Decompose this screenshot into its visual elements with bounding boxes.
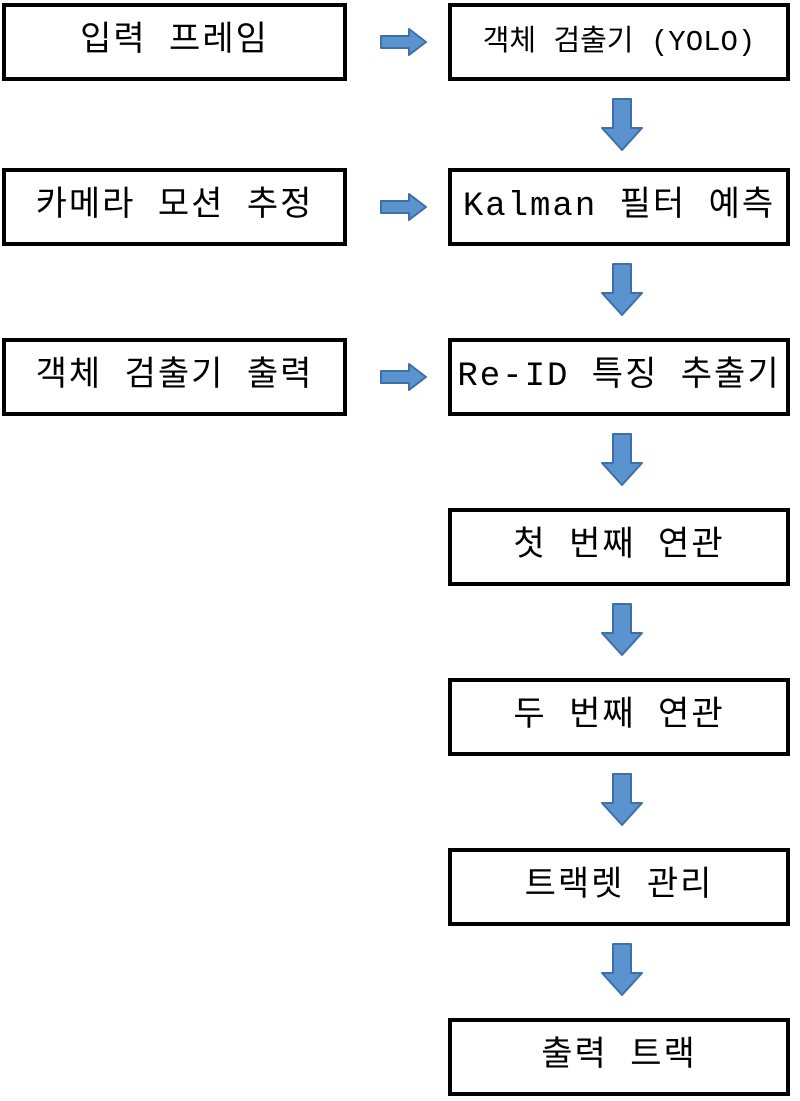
flow-node-camera-motion-estimation: 카메라 모션 추정 <box>2 168 347 246</box>
flow-node-label: 출력 트랙 <box>541 1038 697 1076</box>
flow-node-tracklet-management: 트랙렛 관리 <box>448 848 790 926</box>
flow-node-reid-feature-extractor: Re-ID 특징 추출기 <box>448 338 790 416</box>
flow-node-label: Re-ID 특징 추출기 <box>457 358 781 396</box>
flow-node-label: 객체 검출기 출력 <box>35 358 314 396</box>
arrow-right-icon <box>380 363 427 391</box>
flow-node-label: 객체 검출기 (YOLO) <box>482 25 756 59</box>
flow-node-detector-output: 객체 검출기 출력 <box>2 338 347 416</box>
flow-node-label: 첫 번째 연관 <box>513 528 725 566</box>
arrow-right-icon <box>380 193 427 221</box>
flow-node-label: 트랙렛 관리 <box>524 868 714 906</box>
flow-node-first-association: 첫 번째 연관 <box>448 508 790 586</box>
flow-node-second-association: 두 번째 연관 <box>448 678 790 756</box>
flow-node-input-frame: 입력 프레임 <box>2 3 347 81</box>
arrow-down-icon <box>601 98 643 151</box>
arrow-down-icon <box>601 433 643 486</box>
arrow-down-icon <box>601 603 643 656</box>
flow-node-label: Kalman 필터 예측 <box>462 188 776 226</box>
arrow-right-icon <box>380 28 427 56</box>
arrow-down-icon <box>601 263 643 316</box>
arrow-down-icon <box>601 943 643 996</box>
flow-node-kalman-filter-prediction: Kalman 필터 예측 <box>448 168 790 246</box>
flow-node-label: 입력 프레임 <box>80 23 269 61</box>
flow-node-object-detector-yolo: 객체 검출기 (YOLO) <box>448 3 790 81</box>
arrow-down-icon <box>601 773 643 826</box>
flow-node-label: 카메라 모션 추정 <box>35 188 314 226</box>
flow-node-label: 두 번째 연관 <box>513 698 725 736</box>
flow-node-output-track: 출력 트랙 <box>448 1018 790 1096</box>
